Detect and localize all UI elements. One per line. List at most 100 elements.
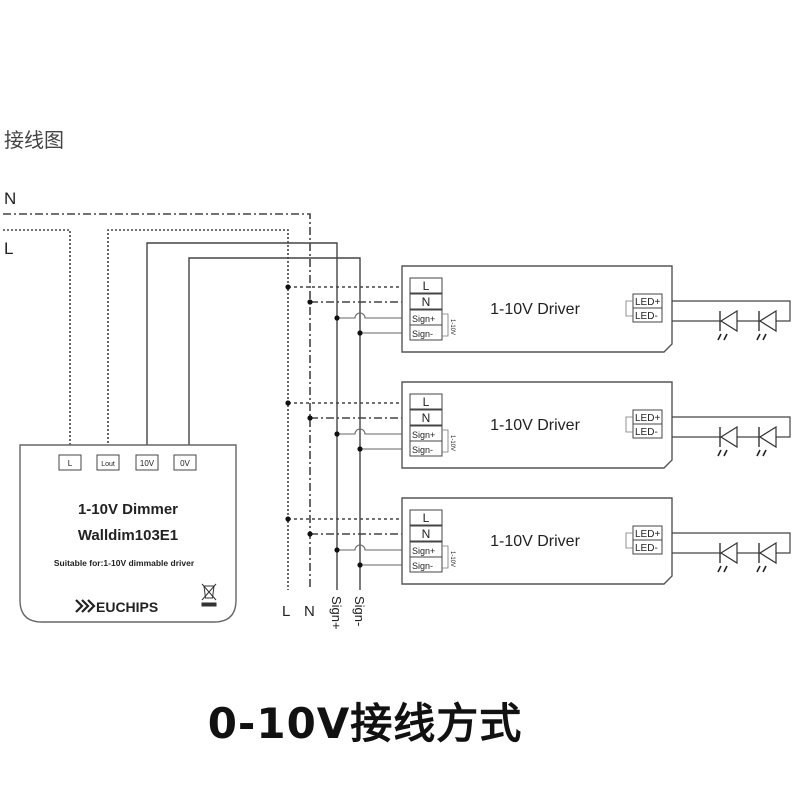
driver-input-terminal [409,409,443,426]
svg-text:Lout: Lout [101,461,115,468]
driver-title: 1-10V Driver [490,417,580,434]
bottom-label-sign-minus: Sign- [352,596,367,626]
diagram-heading: 接线图 [4,128,64,152]
bus-label-l: L [4,239,13,258]
driver-output-label: LED+ [635,413,660,424]
n-bus-wire [3,213,311,590]
driver-output-terminal [632,307,663,323]
junction-dot [334,431,340,437]
dimmer-terminal-10v: 10V [135,454,159,471]
led-diode-icon [756,541,777,573]
junction-dot [285,400,291,406]
driver-output-label: LED- [635,311,658,322]
caption-title: 0-10V接线方式 [207,699,523,748]
driver-input-label: L [423,279,430,293]
driver-input-terminal [409,509,443,526]
driver-output-terminal [632,539,663,555]
svg-text:10V: 10V [140,459,155,468]
output-bracket [625,416,633,433]
euchips-logo-icon [75,599,96,613]
dimmer-unit: L Lout 10V 0V 1-10V Dimmer Walldim103E1 … [19,444,237,623]
driver-sign-plus-wire [337,544,410,551]
input-bracket [442,429,449,453]
driver-output-label: LED- [635,427,658,438]
driver-unit: LN Sign+ Sign- 1-10V 1-10V Driver LED+ LED- [285,497,791,585]
driver-input-label: Sign- [412,329,433,339]
driver-sign-plus-wire [337,428,410,435]
weee-bin-icon [201,583,217,607]
driver-input-label: Sign+ [412,546,435,556]
dimmer-brand: EUCHIPS [96,599,158,615]
driver-input-terminal [409,525,443,542]
driver-input-tag: 1-10V [449,551,455,567]
led-diode-icon [717,425,738,457]
driver-input-terminal [409,324,443,341]
driver-unit: LN Sign+ Sign- 1-10V 1-10V Driver LED+ LED- [285,381,791,469]
l-supply-wire [3,229,71,455]
dimmer-model: Walldim103E1 [78,527,178,544]
driver-output-terminal [632,423,663,439]
driver-title: 1-10V Driver [490,301,580,318]
driver-body [401,497,673,585]
driver-input-label: N [422,411,431,425]
driver-input-label: N [422,527,431,541]
led-diode-icon [717,309,738,341]
dimmer-terminal-lout: Lout [96,454,120,471]
junction-dot [285,284,291,290]
dimmer-title: 1-10V Dimmer [78,501,178,518]
driver-input-terminal [409,393,443,410]
driver-input-label: Sign+ [412,314,435,324]
driver-unit: LN Sign+ Sign- 1-10V 1-10V Driver LED+ LED- [285,265,791,353]
led-diode-icon [756,309,777,341]
input-bracket [442,545,449,569]
driver-input-terminal [409,293,443,310]
driver-output-label: LED+ [635,529,660,540]
driver-input-terminal [409,556,443,573]
junction-dot [285,516,291,522]
junction-dot [334,547,340,553]
input-bracket [442,313,449,337]
junction-dot [334,315,340,321]
junction-dot [357,446,363,452]
dimmer-terminal-0v: 0V [173,454,197,471]
dimmer-note: Suitable for:1-10V dimmable driver [54,558,195,568]
junction-dot [307,531,313,537]
bottom-label-sign-plus: Sign+ [329,596,344,630]
junction-dot [357,562,363,568]
driver-input-tag: 1-10V [449,435,455,451]
led-diode-icon [756,425,777,457]
output-bracket [625,300,633,317]
led-diode-icon [717,541,738,573]
dimmer-body [19,444,237,623]
driver-input-label: Sign+ [412,430,435,440]
driver-input-label: Sign- [412,561,433,571]
driver-body [401,265,673,353]
driver-output-label: LED+ [635,297,660,308]
junction-dot [307,299,313,305]
bottom-label-n: N [304,603,315,620]
driver-title: 1-10V Driver [490,533,580,550]
sign-minus-bus-wire [188,257,361,590]
driver-input-label: N [422,295,431,309]
bus-label-n: N [4,189,16,208]
lout-bus-wire [107,229,289,590]
driver-input-label: L [423,395,430,409]
driver-sign-plus-wire [337,312,410,319]
driver-output-label: LED- [635,543,658,554]
driver-input-terminal [409,440,443,457]
dimmer-terminal-l: L [58,454,82,471]
bottom-label-l: L [282,603,290,620]
driver-input-terminal [409,277,443,294]
output-bracket [625,532,633,549]
junction-dot [307,415,313,421]
driver-body [401,381,673,469]
driver-input-label: L [423,511,430,525]
driver-input-label: Sign- [412,445,433,455]
svg-text:0V: 0V [180,459,190,468]
sign-plus-bus-wire [146,242,338,590]
driver-input-tag: 1-10V [449,319,455,335]
svg-text:L: L [68,459,73,468]
junction-dot [357,330,363,336]
